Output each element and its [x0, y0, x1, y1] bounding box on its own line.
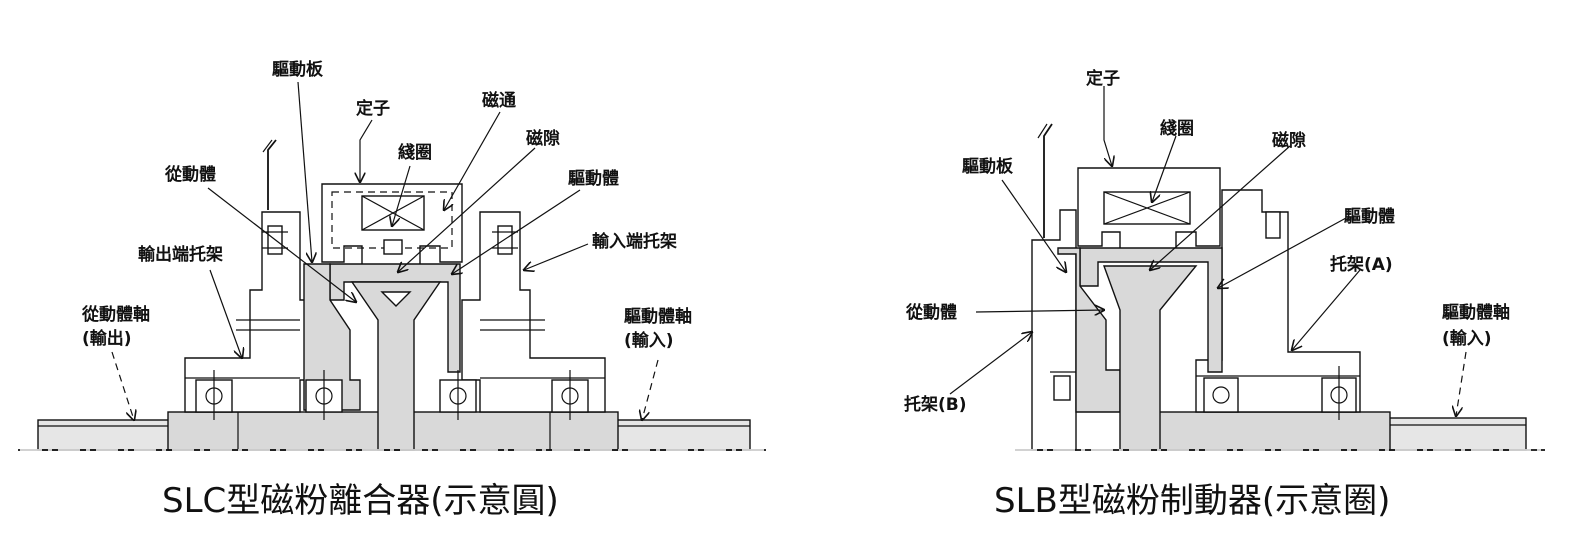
label-drive-shaft: 驅動體軸	[624, 306, 692, 327]
label-brake-driven-body: 從動體	[905, 302, 957, 323]
label-driven-shaft: 從動體軸	[81, 304, 150, 325]
label-gap: 磁隙	[526, 128, 560, 149]
label-bracket-b: 托架(B)	[904, 394, 967, 415]
bearing-1	[195, 370, 233, 420]
lead-wire	[267, 139, 277, 210]
label-brake-input-note: (輸入)	[1442, 328, 1492, 349]
label-brake-stator: 定子	[1086, 68, 1120, 89]
caption-slc: SLC型磁粉離合器(示意圓)	[162, 481, 559, 521]
brake-bearing-2	[1321, 366, 1357, 420]
output-shaft	[37, 419, 174, 451]
bearing-4	[551, 370, 589, 420]
bracket-b	[1031, 209, 1077, 451]
brake-hub	[1157, 411, 1391, 451]
label-output-note: (輸出)	[82, 328, 132, 349]
label-input-bracket: 輸入端托架	[592, 231, 677, 252]
label-drive-plate: 驅動板	[272, 59, 324, 80]
input-bracket	[461, 211, 606, 413]
bearing-3	[439, 370, 477, 420]
slc-clutch-diagram: 驅動板 定子 磁通 磁隙 綫圈 從動體 驅動體 輸出端托架 輸入端托架 從動體軸…	[18, 59, 766, 521]
drive-body	[329, 263, 461, 373]
label-flux: 磁通	[482, 90, 516, 111]
bracket-a	[1195, 189, 1361, 413]
brake-bearing-1	[1203, 377, 1239, 413]
bearing-2	[305, 370, 343, 420]
label-output-bracket: 輸出端托架	[138, 244, 223, 265]
slb-brake-diagram: 定子 綫圈 磁隙 驅動板 驅動體 托架(A) 從動體 驅動體軸 (輸入) 托架(…	[904, 68, 1545, 521]
label-drive-body: 驅動體	[568, 168, 619, 189]
label-driven-body: 從動體	[164, 164, 216, 185]
label-coil: 綫圈	[398, 142, 432, 163]
caption-slb: SLB型磁粉制動器(示意圈)	[994, 481, 1390, 521]
brake-input-shaft	[1387, 417, 1527, 451]
label-input-note: (輸入)	[624, 330, 674, 351]
output-bracket	[184, 211, 321, 413]
label-brake-drive-plate: 驅動板	[962, 156, 1014, 177]
label-brake-drive-shaft: 驅動體軸	[1442, 302, 1510, 323]
label-brake-drive-body: 驅動體	[1344, 206, 1395, 227]
label-stator: 定子	[356, 98, 390, 119]
brake-lead-wire	[1043, 123, 1053, 238]
label-bracket-a: 托架(A)	[1330, 254, 1393, 275]
input-shaft	[614, 419, 751, 451]
label-brake-gap: 磁隙	[1272, 130, 1306, 151]
label-brake-coil: 綫圈	[1160, 118, 1194, 139]
